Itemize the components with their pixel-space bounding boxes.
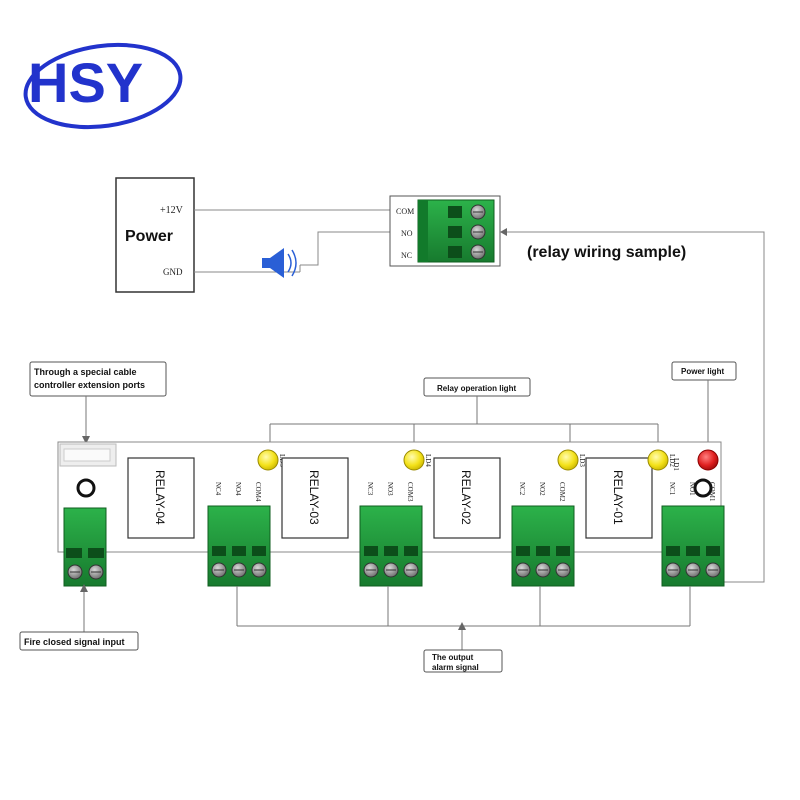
callout-power-light: Power light xyxy=(671,361,737,452)
power-gnd-label: GND xyxy=(163,267,183,277)
relay-body xyxy=(281,457,349,539)
terminal-slot xyxy=(212,546,226,556)
terminal-slot xyxy=(384,546,398,556)
relay-name: RELAY-04 xyxy=(153,470,167,525)
logo-swoosh xyxy=(23,42,183,130)
relay-body xyxy=(433,457,501,539)
relay-led-label: LD4 xyxy=(424,454,432,467)
mounting-hole-right xyxy=(693,478,713,498)
relay-led-light xyxy=(403,449,425,471)
power-supply-box xyxy=(115,177,195,293)
terminal-slot xyxy=(706,546,720,556)
logo-text: HSY xyxy=(28,51,143,114)
terminal-slot xyxy=(252,546,266,556)
relay-module-4: RELAY-04NC4NO4COM4LD5 xyxy=(127,449,286,587)
pin-label: NO1 xyxy=(688,482,696,496)
relay-module-1: RELAY-01 NC1 NO1 COM1 LD2 xyxy=(585,449,725,587)
fire-input-text: Fire closed signal input xyxy=(24,637,125,647)
relay-light-text: Relay operation light xyxy=(437,384,516,393)
terminal-slot xyxy=(404,546,418,556)
pin-label: NO2 xyxy=(538,482,546,496)
terminal-slot xyxy=(364,546,378,556)
fire-input-terminal xyxy=(63,507,107,587)
pin-label: COM3 xyxy=(406,482,414,502)
sample-feedback-wire xyxy=(500,231,765,583)
output-line2: alarm signal xyxy=(432,663,479,672)
callout-extension: Through a special cable controller exten… xyxy=(29,361,167,444)
relay-name: RELAY-03 xyxy=(307,470,321,525)
power-led-light xyxy=(697,449,719,471)
terminal-slot xyxy=(536,546,550,556)
sample-terminal-no: NO xyxy=(401,229,413,238)
pin-label: NC1 xyxy=(668,482,676,496)
relay-module-3: RELAY-03 NC3 NO3 COM3 LD4 xyxy=(281,449,432,587)
power-light-text: Power light xyxy=(681,367,724,376)
extension-line1: Through a special cable xyxy=(34,367,137,377)
relay-name: RELAY-01 xyxy=(611,470,625,525)
power-supply-title: Power xyxy=(125,228,173,245)
pin-label: COM2 xyxy=(558,482,566,502)
relay-sample-title: (relay wiring sample) xyxy=(527,244,686,261)
relay-led-label: LD3 xyxy=(578,454,586,467)
power-plus-label: +12V xyxy=(160,205,184,216)
pin-label: COM4 xyxy=(254,482,262,502)
terminal-slot xyxy=(516,546,530,556)
relay-led-light xyxy=(557,449,579,471)
extension-line2: controller extension ports xyxy=(34,380,145,390)
brand-logo: HSY xyxy=(23,42,183,130)
relay-name: RELAY-02 xyxy=(459,470,473,525)
relay-led-label: LD2 xyxy=(668,454,676,467)
terminal-slot xyxy=(232,546,246,556)
output-line1: The output xyxy=(432,653,474,662)
terminal-slot xyxy=(686,546,700,556)
pin-label: COM1 xyxy=(708,482,716,502)
pin-label: NC3 xyxy=(366,482,374,496)
callout-fire-input: Fire closed signal input xyxy=(19,584,139,651)
relay-led-light xyxy=(257,449,279,471)
relay-sample: COM NO NC (relay wiring sample) xyxy=(389,195,686,267)
output-bus: The output alarm signal xyxy=(236,586,691,673)
terminal-slot xyxy=(666,546,680,556)
callout-relay-light: Relay operation light xyxy=(269,377,659,452)
relay-modules: RELAY-04NC4NO4COM4LD5RELAY-03NC3NO3COM3L… xyxy=(127,449,725,587)
terminal-slot xyxy=(556,546,570,556)
sample-terminal-com: COM xyxy=(396,207,414,216)
pin-label: NO3 xyxy=(386,482,394,496)
relay-module-2: RELAY-02 NC2 NO2 COM2 LD3 xyxy=(433,449,586,587)
pin-label: NC4 xyxy=(214,482,222,496)
relay-body xyxy=(127,457,195,539)
power-led: LD1 xyxy=(672,449,719,471)
pin-label: NC2 xyxy=(518,482,526,496)
extension-port xyxy=(59,443,117,467)
power-wiring xyxy=(194,209,390,273)
pin-label: NO4 xyxy=(234,482,242,496)
relay-body xyxy=(585,457,653,539)
relay-led-light xyxy=(647,449,669,471)
sample-terminal-nc: NC xyxy=(401,251,412,260)
siren-icon xyxy=(262,248,297,278)
power-supply: Power +12V GND xyxy=(115,177,195,293)
sample-screws xyxy=(448,204,486,260)
mounting-hole-left xyxy=(76,478,96,498)
power-led-label: LD1 xyxy=(672,458,680,471)
